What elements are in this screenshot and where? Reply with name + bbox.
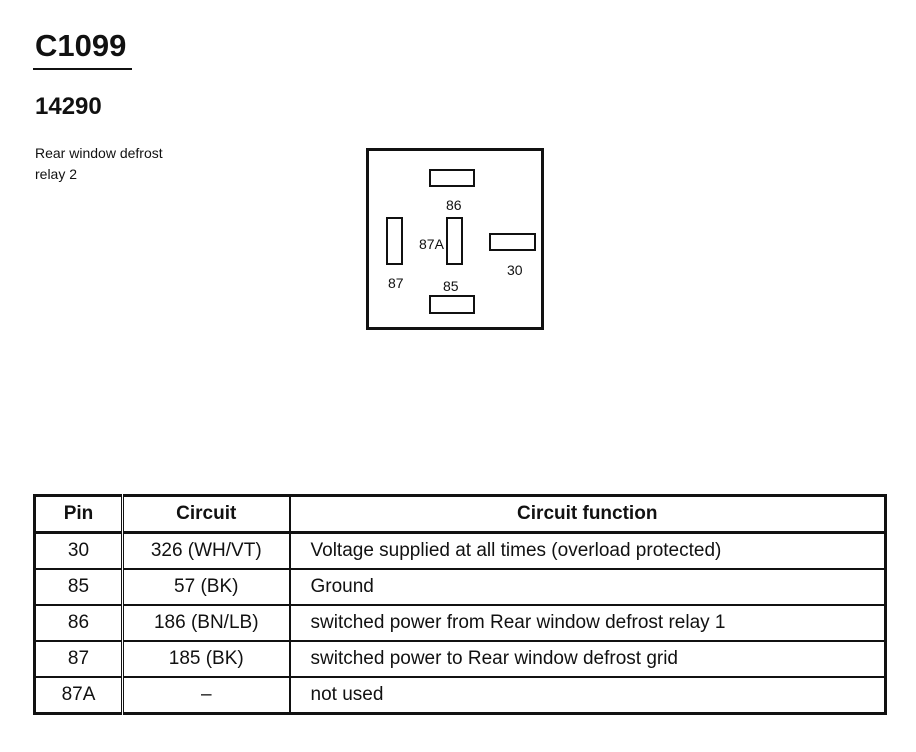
cell-function: switched power to Rear window defrost gr… <box>288 640 887 678</box>
connector-id: C1099 <box>35 28 127 63</box>
pin-label-85: 85 <box>443 278 459 294</box>
terminal-86 <box>429 169 475 187</box>
cell-circuit: 326 (WH/VT) <box>121 531 291 570</box>
table-row: 87A – not used <box>33 676 887 715</box>
relay-connector-diagram: 86 87 87A 30 85 <box>366 148 544 330</box>
terminal-30 <box>489 233 536 251</box>
cell-function: Voltage supplied at all times (overload … <box>288 531 887 570</box>
cell-function: switched power from Rear window defrost … <box>288 604 887 642</box>
cell-pin: 85 <box>33 568 124 606</box>
cell-circuit: 57 (BK) <box>121 568 291 606</box>
pin-label-87a: 87A <box>419 236 444 252</box>
cell-function: not used <box>288 676 887 715</box>
terminal-85 <box>429 295 475 314</box>
cell-pin: 87 <box>33 640 124 678</box>
terminal-87a <box>446 217 463 265</box>
table-row: 85 57 (BK) Ground <box>33 568 887 606</box>
header-circuit: Circuit <box>121 494 291 534</box>
description-line-2: relay 2 <box>35 166 78 182</box>
connector-description: Rear window defrost relay 2 <box>35 143 163 185</box>
part-number: 14290 <box>35 93 102 120</box>
cell-function: Ground <box>288 568 887 606</box>
table-header-row: Pin Circuit Circuit function <box>33 494 887 534</box>
pin-table: Pin Circuit Circuit function 30 326 (WH/… <box>33 494 887 715</box>
cell-circuit: – <box>121 676 291 715</box>
table-row: 30 326 (WH/VT) Voltage supplied at all t… <box>33 531 887 570</box>
pin-label-30: 30 <box>507 262 523 278</box>
header-pin: Pin <box>33 494 124 534</box>
table-row: 87 185 (BK) switched power to Rear windo… <box>33 640 887 678</box>
pin-label-87: 87 <box>388 275 404 291</box>
connector-id-underline <box>33 68 132 70</box>
cell-pin: 30 <box>33 531 124 570</box>
cell-pin: 86 <box>33 604 124 642</box>
pin-label-86: 86 <box>446 197 462 213</box>
cell-circuit: 186 (BN/LB) <box>121 604 291 642</box>
table-row: 86 186 (BN/LB) switched power from Rear … <box>33 604 887 642</box>
cell-circuit: 185 (BK) <box>121 640 291 678</box>
description-line-1: Rear window defrost <box>35 145 163 161</box>
terminal-87 <box>386 217 403 265</box>
header-circuit-function: Circuit function <box>288 494 887 534</box>
cell-pin: 87A <box>33 676 124 715</box>
